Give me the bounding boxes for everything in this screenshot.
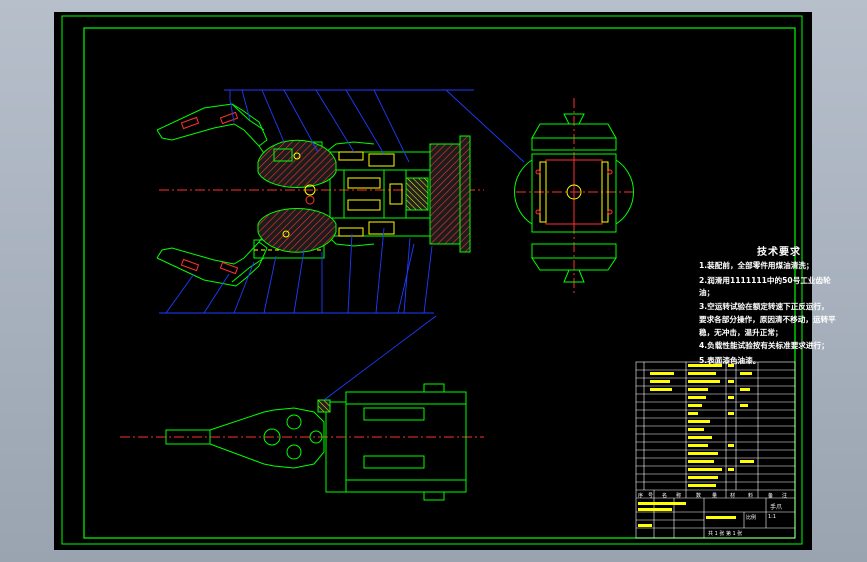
lower-gear-section xyxy=(257,207,337,253)
end-view xyxy=(514,98,634,296)
side-view xyxy=(120,383,484,501)
sheet-count: 共 1 张 第 1 张 xyxy=(708,531,743,537)
scale-label: 比例 xyxy=(746,515,757,521)
scale-value: 1:1 xyxy=(768,514,777,520)
drawing-name: 手爪 xyxy=(770,504,783,511)
parts-header-cell: 号 xyxy=(648,493,654,499)
drawing-canvas[interactable]: 技术要求 1.装配前，全部零件用煤油清洗； 2.润滑用1111111中的50号工… xyxy=(54,12,836,550)
outer-border xyxy=(61,15,803,545)
technical-requirements-title: 技术要求 xyxy=(757,247,801,258)
side-view-leader xyxy=(323,315,437,401)
parts-header-cell: 量 xyxy=(712,493,718,499)
parts-header-cell: 称 xyxy=(676,493,682,499)
requirement-line: 稳，无冲击，温升正常； xyxy=(699,328,783,337)
title-block-grid xyxy=(635,361,796,539)
requirement-line: 4.负载性能试验按有关标准要求进行； xyxy=(699,341,829,350)
requirement-line: 油； xyxy=(699,288,715,297)
upper-gear-section xyxy=(257,139,337,189)
requirement-line: 5.表面漆色油漆。 xyxy=(699,356,761,365)
parts-header-cell: 注 xyxy=(782,493,788,499)
mechanical-drawing xyxy=(61,15,803,545)
parts-header-cell: 名 xyxy=(662,493,668,499)
parts-header-cell: 料 xyxy=(748,493,754,499)
parts-header-cell: 备 xyxy=(768,493,774,499)
inner-border xyxy=(83,27,796,539)
parts-list-marks xyxy=(638,364,754,527)
parts-header-cell: 材 xyxy=(730,493,736,499)
requirement-line: 3.空运转试验在额定转速下正反运行， xyxy=(699,302,829,311)
piston-section xyxy=(405,177,429,211)
part-leaders-bottom xyxy=(159,227,434,314)
flange-section xyxy=(429,143,461,245)
requirement-line: 1.装配前，全部零件用煤油清洗； xyxy=(699,261,814,270)
parts-header-cell: 序 xyxy=(638,493,644,499)
requirement-line: 要求各部分操作，原因清不移动，运转平 xyxy=(699,315,836,324)
part-leaders-top xyxy=(224,89,525,163)
parts-header-cell: 数 xyxy=(696,493,702,499)
requirement-line: 2.润滑用1111111中的50号工业齿轮 xyxy=(699,276,831,285)
